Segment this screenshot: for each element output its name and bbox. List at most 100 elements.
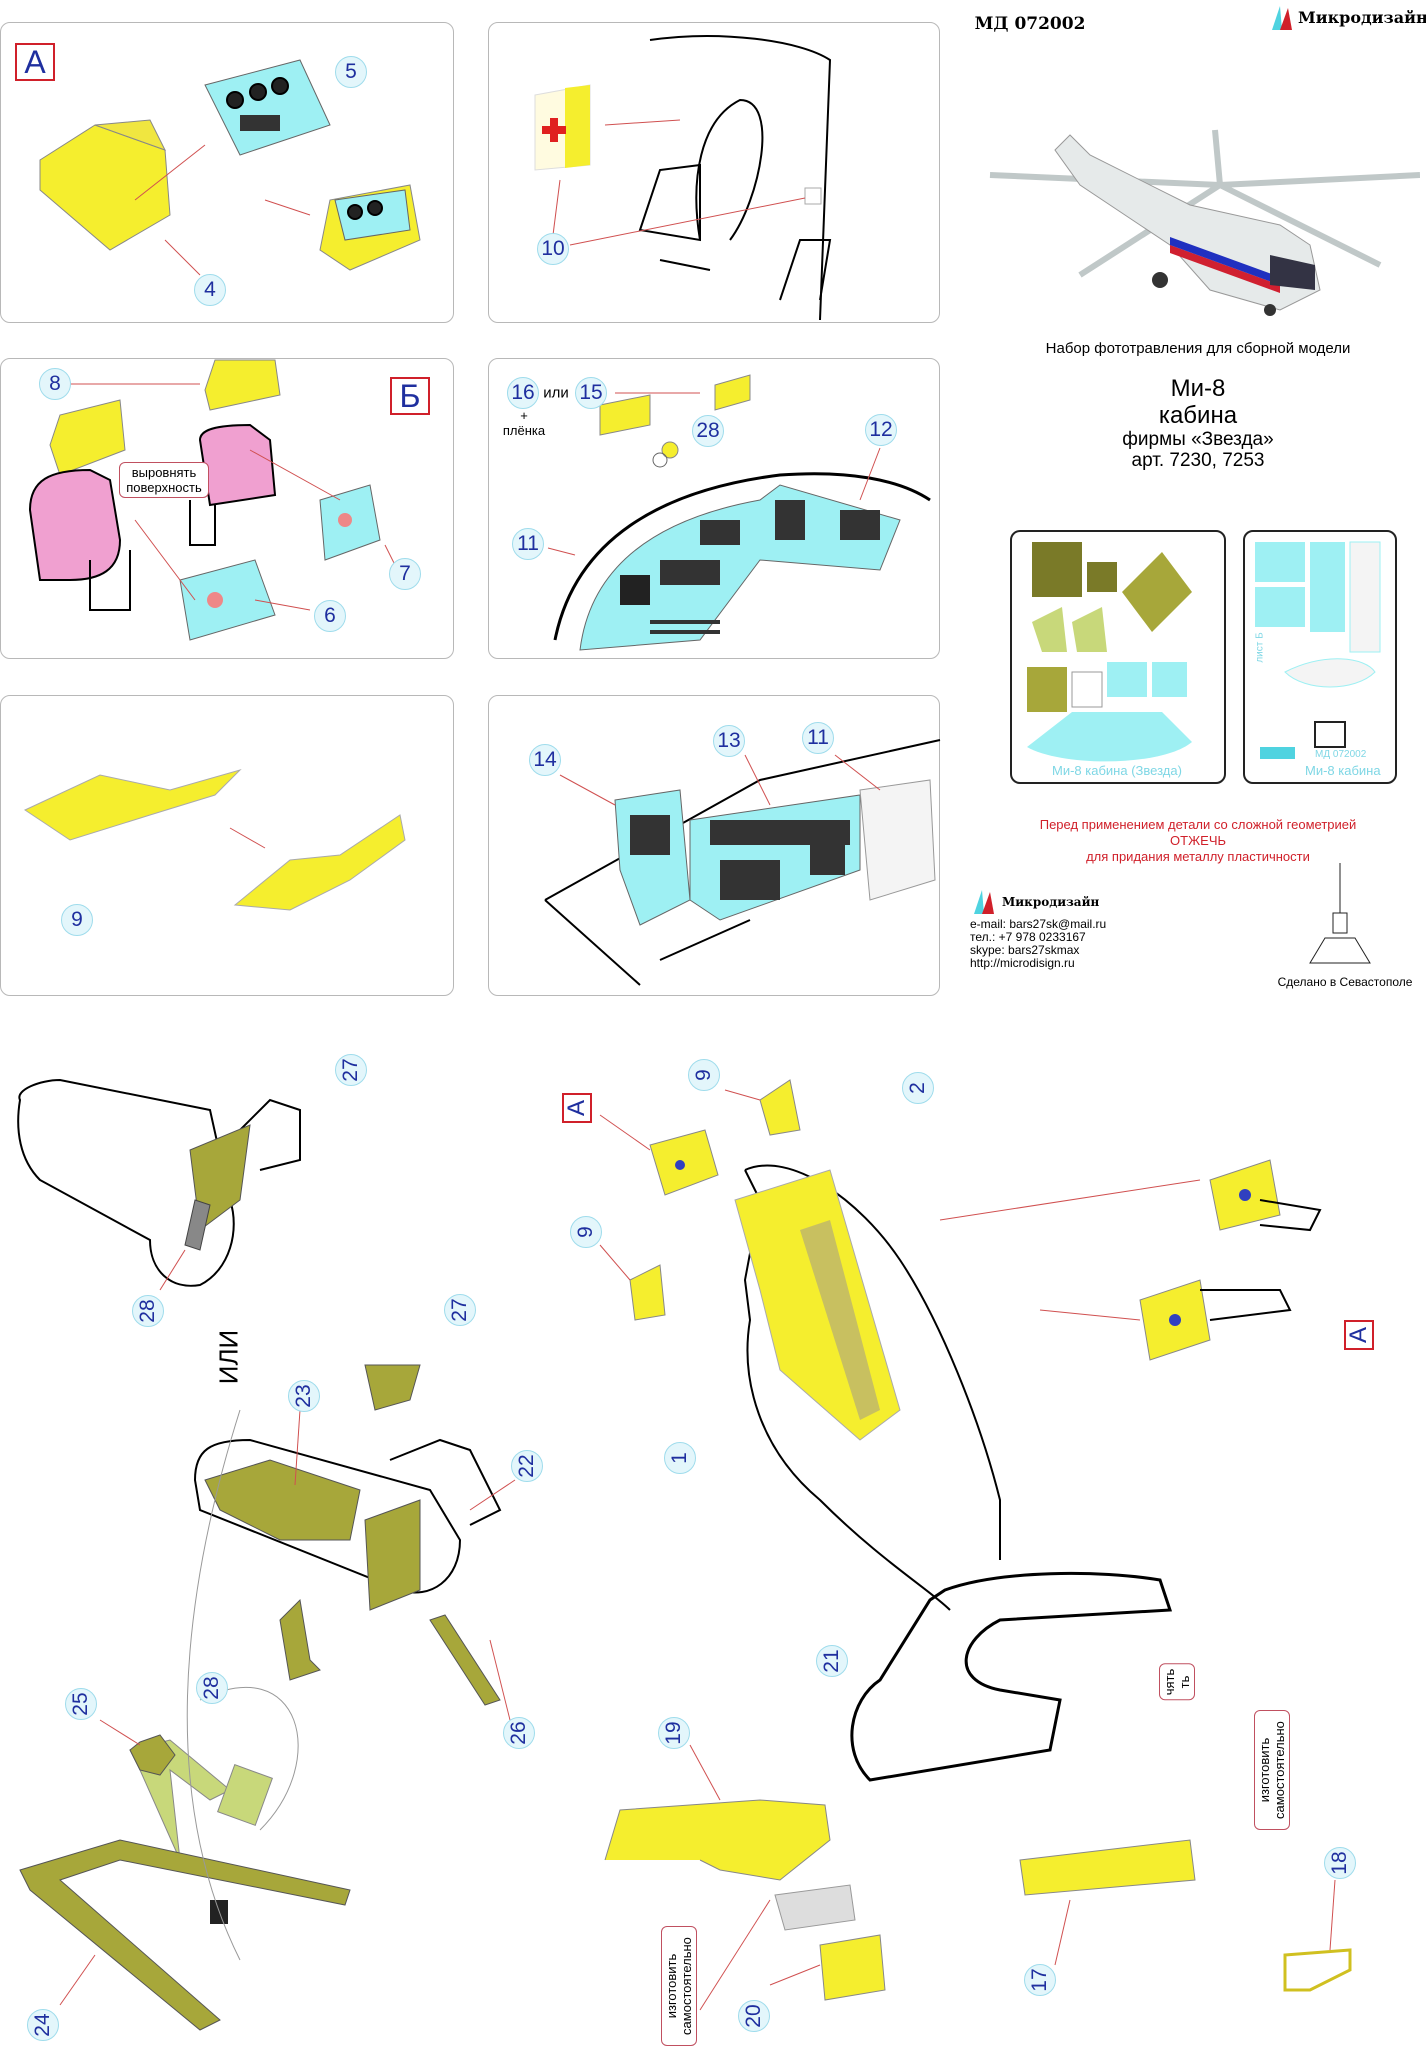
annealing-warning: Перед применением детали со сложной геом… [970, 817, 1426, 865]
or-label-seat: ИЛИ [213, 1329, 244, 1385]
visor-part-15 [599, 374, 751, 436]
fret-a-caption: Ми-8 кабина (Звезда) [1052, 763, 1182, 778]
contacts-brand: Микродизайн [1002, 895, 1100, 909]
part-20 [774, 1884, 886, 2001]
bracket-parts-9 [629, 1079, 801, 1321]
harness-parts [19, 1409, 351, 2031]
contact-email[interactable]: e-mail: bars27sk@mail.ru [970, 917, 1107, 931]
warning-line-2: ОТЖЕЧЬ [1169, 833, 1227, 848]
kit-article: арт. 7230, 7253 [1131, 450, 1265, 471]
fret-a-parts [1027, 542, 1192, 762]
kit-subtitle: Набор фототравления для сборной модели [1045, 340, 1351, 357]
or-label: или [543, 384, 569, 402]
dashboard-part-11 [553, 472, 931, 651]
cabin-letter-a-2: А [1344, 1320, 1374, 1350]
cabin-floor-part-21 [850, 1571, 1173, 1782]
part-17 [1019, 1839, 1196, 1896]
instrument-panel-part-7 [319, 484, 381, 561]
fret-sheet-b: МД 072002 Ми-8 кабина лист Б [1243, 530, 1397, 784]
step-letter-b: Б [390, 377, 430, 415]
make-yourself-note-1: изготовить самостоятельно [661, 1926, 697, 2046]
contact-skype: skype: bars27skmax [970, 943, 1080, 957]
callout-10: 10 [537, 233, 569, 265]
callout-11b: 11 [802, 722, 834, 754]
clip-part-28 [652, 441, 679, 468]
step-panel-medical [488, 22, 940, 323]
callout-6: 6 [314, 600, 346, 632]
fret-b-code: МД 072002 [1315, 749, 1367, 760]
visor-parts [28, 359, 281, 611]
fret-b-sheet-label: лист Б [1254, 632, 1266, 663]
fret-sheet-a: Ми-8 кабина (Звезда) [1010, 530, 1226, 784]
cabin-letter-a-1: А [562, 1093, 592, 1123]
brand-name: Микродизайн [1298, 8, 1426, 27]
brand-logo: Микродизайн [1268, 4, 1426, 34]
make-yourself-note-2: изготовить самостоятельно [1254, 1710, 1290, 1830]
contacts-block: Микродизайн e-mail: bars27sk@mail.ru тел… [970, 888, 1106, 970]
callout-26: 26 [503, 1717, 535, 1749]
pilot-seat-upper [17, 1078, 301, 1287]
medical-kit-part-10 [534, 84, 822, 205]
callout-2: 2 [902, 1072, 934, 1104]
instrument-box-part-4 [39, 119, 171, 251]
align-surface-note: выровнять поверхность [119, 462, 209, 498]
instrument-panel-part-6 [179, 559, 276, 641]
pilot-seat-lower [193, 1364, 502, 1706]
callout-20: 20 [738, 2000, 770, 2032]
assembled-box [319, 184, 421, 271]
contact-phone: тел.: +7 978 0233167 [970, 930, 1086, 944]
box-part-a-right [1139, 1279, 1292, 1361]
callout-11: 11 [512, 528, 544, 560]
callout-16: 16 [507, 377, 539, 409]
callout-28b: 28 [196, 1672, 228, 1704]
instrument-panel-part-5 [204, 59, 331, 156]
product-title-block: Набор фототравления для сборной модели М… [970, 340, 1426, 471]
model-name: Ми-8 [1170, 375, 1226, 402]
callout-24: 24 [27, 2009, 59, 2041]
callout-15: 15 [575, 377, 607, 409]
kit-maker: фирмы «Звезда» [1122, 429, 1274, 450]
contact-website[interactable]: http://microdisign.ru [970, 956, 1075, 970]
partial-note: чять ть [1159, 1663, 1195, 1701]
callout-7: 7 [389, 558, 421, 590]
fret-b-caption: Ми-8 кабина [1305, 763, 1381, 778]
kit-part: кабина [1158, 402, 1238, 429]
sail-logo-icon [1272, 6, 1292, 30]
kit-code: МД 072002 [974, 14, 1086, 34]
callout-25: 25 [65, 1688, 97, 1720]
part-18 [1283, 1948, 1352, 1992]
callout-18: 18 [1324, 1847, 1356, 1879]
callout-1: 1 [664, 1442, 696, 1474]
callout-27: 27 [335, 1054, 367, 1086]
film-label: + плёнка [502, 408, 546, 438]
warning-line-3: для придания металлу пластичности [1086, 849, 1310, 864]
box-part-a-top-right [1209, 1159, 1322, 1232]
callout-8: 8 [39, 368, 71, 400]
callout-17: 17 [1024, 1964, 1056, 1996]
callout-28: 28 [692, 415, 724, 447]
part-19 [604, 1799, 831, 1881]
fret-b-parts [1255, 541, 1381, 759]
made-in-sevastopol: Сделано в Севастополе [1277, 975, 1413, 989]
contacts-logo: Микродизайн [970, 888, 1106, 918]
warning-line-1: Перед применением детали со сложной геом… [1039, 817, 1357, 832]
seat-outline [638, 35, 832, 321]
console-parts [544, 739, 941, 986]
callout-13: 13 [713, 725, 745, 757]
callout-12: 12 [865, 414, 897, 446]
step-letter-a: А [15, 43, 55, 81]
callout-9b: 9 [570, 1216, 602, 1248]
sail-logo-icon [974, 890, 994, 914]
callout-14: 14 [529, 744, 561, 776]
floor-part-9 [23, 768, 406, 911]
callout-21: 21 [816, 1645, 848, 1677]
helicopter-image [989, 129, 1420, 316]
callout-23: 23 [288, 1380, 320, 1412]
callout-9: 9 [61, 904, 93, 936]
callout-19: 19 [658, 1717, 690, 1749]
callout-5: 5 [335, 56, 367, 88]
callout-4: 4 [194, 274, 226, 306]
callout-9a: 9 [688, 1059, 720, 1091]
callout-27b: 27 [444, 1294, 476, 1326]
